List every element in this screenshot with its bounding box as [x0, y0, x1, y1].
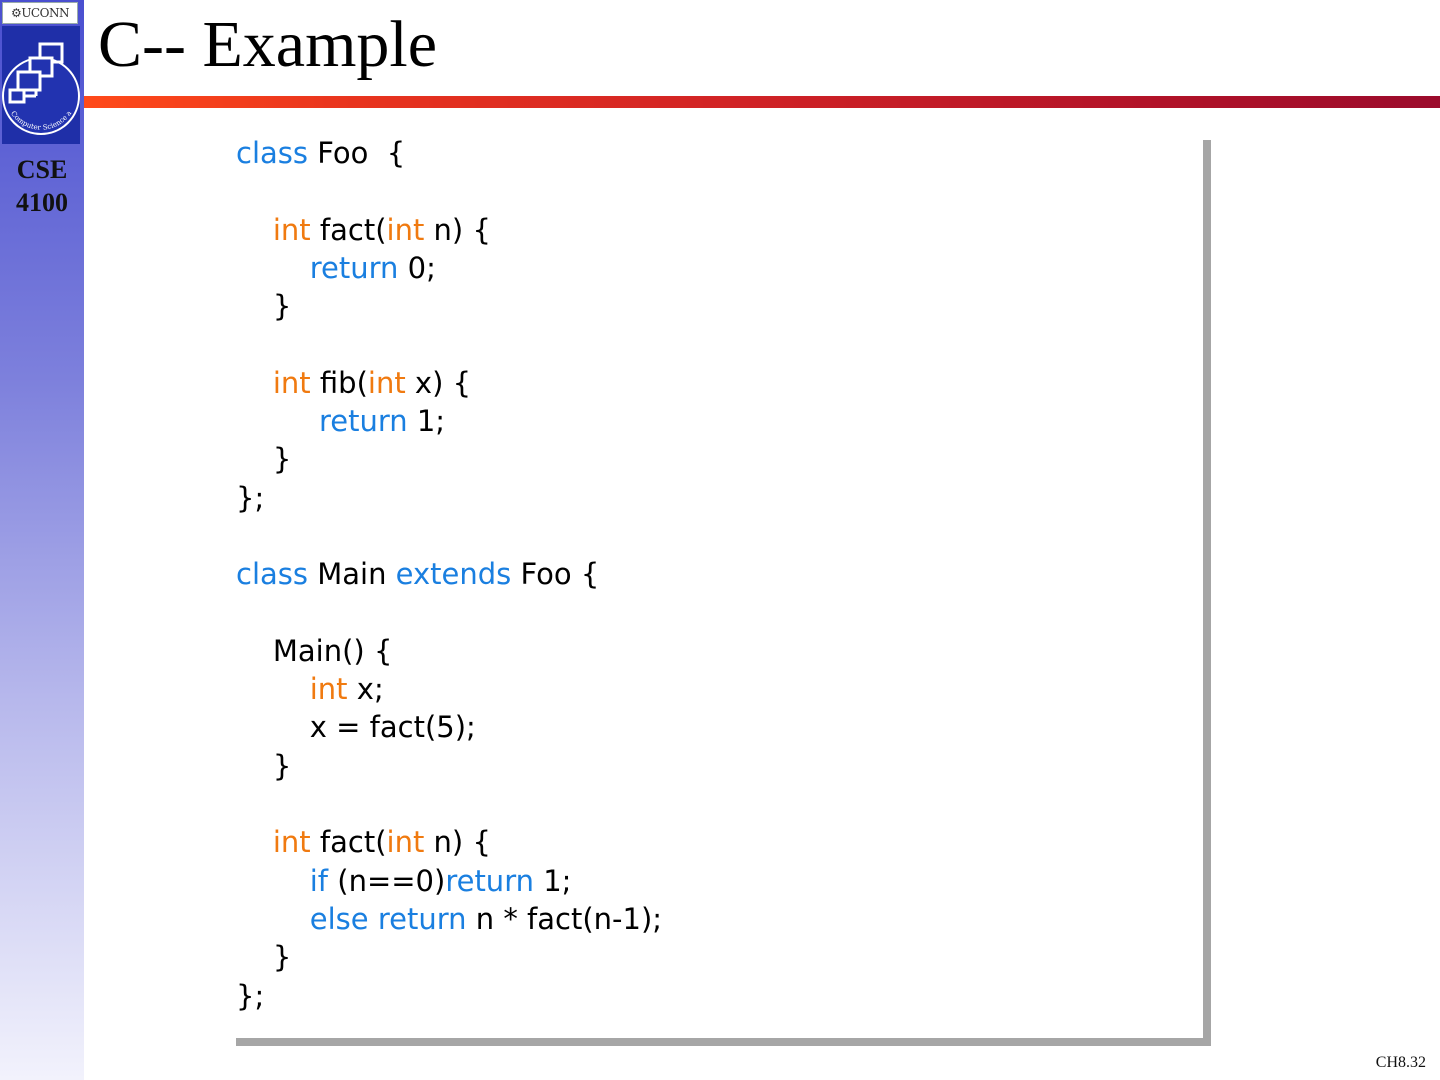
code-token-plain: }: [236, 940, 292, 975]
code-line: int fact(int n) {: [236, 211, 662, 249]
code-token-plain: Main: [308, 557, 396, 592]
code-line: Main() {: [236, 632, 662, 670]
code-token-plain: n) {: [424, 825, 491, 860]
code-token-plain: n * fact(n-1);: [466, 901, 663, 936]
code-token-plain: 0;: [398, 250, 436, 285]
slide-title: C-- Example: [98, 8, 438, 81]
code-token-type: int: [309, 672, 348, 707]
code-line: return 0;: [236, 249, 662, 287]
code-token-keyword: if: [309, 863, 329, 898]
code-token-plain: [236, 366, 273, 400]
code-token-plain: [236, 825, 273, 859]
code-line: }: [236, 440, 662, 478]
code-token-plain: [369, 902, 378, 936]
code-token-keyword: class: [236, 557, 308, 592]
code-token-plain: };: [236, 978, 265, 1013]
code-line: class Main extends Foo {: [236, 555, 662, 593]
code-line: [236, 172, 662, 210]
code-token-plain: };: [236, 480, 265, 515]
computer-network-logo-icon: Computer Science and Engineering: [2, 26, 80, 144]
code-token-keyword: return: [318, 404, 408, 439]
code-token-plain: (n==0): [328, 863, 446, 898]
code-line: else return n * fact(n-1);: [236, 900, 662, 938]
course-number: 4100: [16, 188, 68, 217]
code-line: };: [236, 977, 662, 1015]
code-token-type: int: [367, 365, 406, 400]
university-seal-icon: ⚙: [11, 6, 22, 20]
code-line: int fact(int n) {: [236, 823, 662, 861]
code-line: class Foo {: [236, 134, 662, 172]
code-token-plain: 1;: [407, 404, 446, 439]
uconn-wordmark: ⚙UCONN: [2, 2, 78, 24]
code-token-plain: fact(: [310, 212, 387, 247]
code-token-plain: [236, 672, 310, 706]
code-line: }: [236, 938, 662, 976]
code-token-keyword: else: [309, 901, 369, 936]
code-line: int fib(int x) {: [236, 364, 662, 402]
code-token-plain: }: [236, 289, 292, 324]
code-line: if (n==0)return 1;: [236, 862, 662, 900]
code-line: x = fact(5);: [236, 708, 662, 746]
code-token-plain: [236, 404, 319, 438]
course-label: CSE: [16, 155, 68, 184]
code-line: [236, 594, 662, 632]
code-token-plain: n) {: [424, 212, 491, 247]
code-line: };: [236, 479, 662, 517]
code-token-plain: Foo {: [308, 136, 406, 170]
code-token-keyword: return: [309, 250, 399, 285]
code-token-plain: x;: [347, 672, 384, 707]
title-divider: [84, 96, 1440, 108]
code-line: }: [236, 747, 662, 785]
code-token-type: int: [272, 825, 311, 860]
code-line: [236, 325, 662, 363]
slide-number: CH8.32: [1375, 1054, 1426, 1071]
code-token-plain: fact(: [310, 825, 387, 860]
code-token-plain: fib(: [310, 365, 368, 400]
code-line: return 1;: [236, 402, 662, 440]
code-token-plain: [236, 902, 310, 936]
code-token-plain: }: [236, 442, 292, 477]
code-token-plain: [236, 213, 273, 247]
code-line: }: [236, 287, 662, 325]
code-token-plain: Foo {: [511, 557, 600, 592]
code-token-type: int: [386, 825, 425, 860]
code-token-plain: x = fact(5);: [236, 710, 476, 745]
code-line: [236, 785, 662, 823]
code-token-type: int: [386, 212, 425, 247]
code-token-plain: 1;: [533, 863, 572, 898]
code-line: [236, 517, 662, 555]
code-token-keyword: return: [377, 901, 467, 936]
university-name: UCONN: [21, 6, 69, 20]
code-token-plain: [236, 864, 310, 898]
code-line: int x;: [236, 670, 662, 708]
code-token-plain: }: [236, 748, 292, 783]
code-token-keyword: return: [445, 863, 534, 898]
course-code: CSE 4100: [0, 153, 84, 219]
code-listing: class Foo { int fact(int n) { return 0; …: [236, 134, 662, 1015]
code-token-plain: Main() {: [236, 633, 393, 668]
code-token-keyword: class: [236, 136, 308, 170]
code-token-type: int: [272, 365, 311, 400]
code-token-plain: [236, 251, 310, 285]
code-box: [228, 132, 1203, 1038]
sidebar: ⚙UCONN Computer Science and Engineering …: [0, 0, 84, 1080]
code-token-type: int: [272, 212, 311, 247]
code-token-plain: x) {: [405, 365, 472, 400]
code-token-keyword: extends: [395, 557, 512, 592]
